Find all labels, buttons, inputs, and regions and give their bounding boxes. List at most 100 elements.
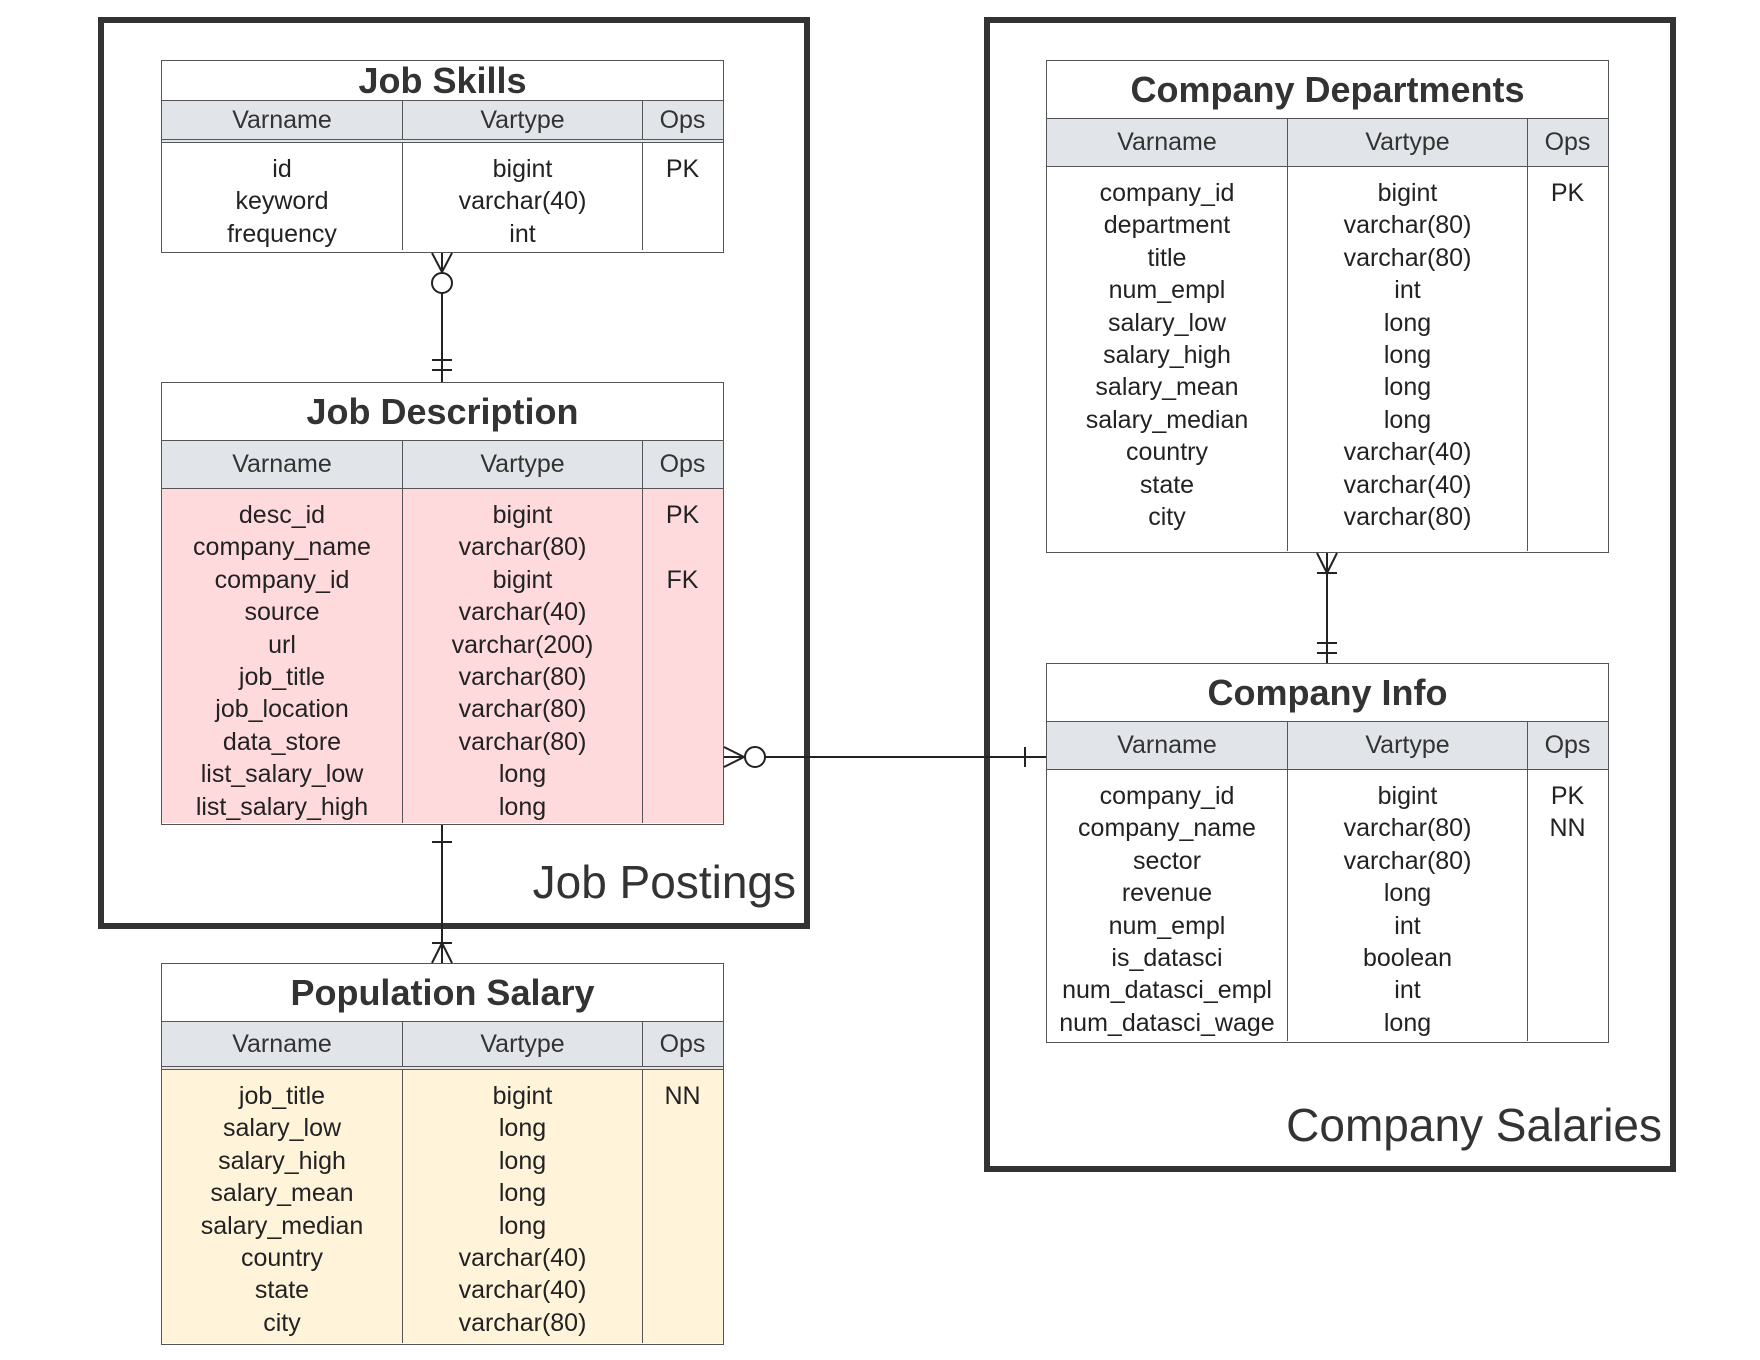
header-varname: Varname xyxy=(232,105,332,134)
field-vartype: int xyxy=(509,219,536,248)
field-op xyxy=(643,693,722,725)
field-varname: company_id xyxy=(1099,179,1235,207)
field-varname: salary_mean xyxy=(210,1179,354,1208)
field-vartype: long xyxy=(1383,879,1432,908)
field-op xyxy=(643,1145,722,1177)
field-op xyxy=(643,596,722,628)
field-op xyxy=(1528,209,1607,241)
field-op: PK xyxy=(1550,179,1585,207)
field-op xyxy=(1528,371,1607,403)
field-varname: company_id xyxy=(1099,782,1235,810)
field-vartype: long xyxy=(498,792,547,821)
column-varnames: company_id department title num_empl salary_… xyxy=(1047,167,1287,551)
field-op xyxy=(643,758,722,790)
field-op xyxy=(1528,910,1607,942)
header-varname: Varname xyxy=(1117,128,1217,156)
column-header-row: Varname Vartype Ops xyxy=(1047,722,1608,770)
field-vartype: bigint xyxy=(492,565,553,594)
field-varname: title xyxy=(1147,243,1187,272)
field-vartype: varchar(80) xyxy=(1343,846,1472,875)
field-op xyxy=(1528,469,1607,501)
field-vartype: varchar(40) xyxy=(1343,438,1472,467)
field-varname: job_location xyxy=(215,695,349,724)
field-rows: company_id department title num_empl salary_… xyxy=(1047,167,1608,551)
field-vartype: long xyxy=(498,1211,547,1240)
field-op xyxy=(643,629,722,661)
field-op xyxy=(643,185,722,217)
field-varname: country xyxy=(1126,438,1208,467)
field-op xyxy=(643,1274,722,1306)
field-varname: keyword xyxy=(235,187,329,216)
column-ops: PK xyxy=(1527,167,1607,551)
column-header-row: Varname Vartype Ops xyxy=(162,101,723,143)
field-varname: source xyxy=(244,598,320,627)
field-vartype: long xyxy=(498,760,547,789)
field-vartype: varchar(80) xyxy=(458,662,587,691)
field-op xyxy=(1528,242,1607,274)
field-vartype: varchar(80) xyxy=(458,727,587,756)
field-vartype: int xyxy=(1394,276,1421,305)
column-ops: PK NN xyxy=(1527,770,1607,1041)
field-vartype: varchar(40) xyxy=(458,1243,587,1272)
field-op xyxy=(1528,845,1607,877)
field-varname: num_empl xyxy=(1108,276,1226,305)
field-vartype: varchar(40) xyxy=(1343,470,1472,499)
header-ops: Ops xyxy=(1527,119,1607,166)
entity-title: Company Departments xyxy=(1047,61,1608,119)
field-vartype: long xyxy=(1383,340,1432,369)
field-op xyxy=(643,1210,722,1242)
field-op xyxy=(643,218,722,250)
field-op xyxy=(1528,877,1607,909)
entity-title: Job Description xyxy=(162,383,723,441)
field-op xyxy=(1528,501,1607,533)
field-op: PK xyxy=(665,501,700,529)
field-vartype: bigint xyxy=(1377,179,1438,207)
field-op: NN xyxy=(1549,814,1586,843)
field-vartype: varchar(80) xyxy=(1343,243,1472,272)
field-op xyxy=(1528,339,1607,371)
group-job-postings: Job Postings xyxy=(98,17,810,929)
field-varname: data_store xyxy=(222,727,342,756)
field-vartype: long xyxy=(498,1114,547,1143)
field-vartype: long xyxy=(498,1179,547,1208)
field-vartype: varchar(80) xyxy=(458,533,587,562)
field-varname: salary_high xyxy=(1103,340,1231,369)
entity-job-description[interactable]: Job Description Varname Vartype Ops desc… xyxy=(161,382,724,825)
field-op: NN xyxy=(664,1082,701,1110)
column-ops: PK xyxy=(642,143,722,251)
field-varname: salary_high xyxy=(218,1146,346,1175)
field-op xyxy=(643,1242,722,1274)
field-varname: city xyxy=(1148,502,1186,531)
group-label-job-postings: Job Postings xyxy=(532,856,796,908)
field-varname: job_title xyxy=(238,1082,326,1110)
entity-population-salary[interactable]: Population Salary Varname Vartype Ops jo… xyxy=(161,963,724,1345)
field-vartype: varchar(40) xyxy=(458,598,587,627)
field-vartype: varchar(80) xyxy=(1343,814,1472,843)
field-varname: num_empl xyxy=(1108,911,1226,940)
field-op: PK xyxy=(1550,782,1585,810)
field-varname: salary_median xyxy=(1085,405,1249,434)
field-varname: company_name xyxy=(193,533,371,562)
field-varname: revenue xyxy=(1121,879,1213,908)
entity-company-departments[interactable]: Company Departments Varname Vartype Ops … xyxy=(1046,60,1609,553)
header-vartype: Vartype xyxy=(402,101,642,139)
field-varname: is_datasci xyxy=(1111,943,1223,972)
entity-company-info[interactable]: Company Info Varname Vartype Ops company… xyxy=(1046,663,1609,1043)
field-op: FK xyxy=(666,565,699,594)
field-varname: department xyxy=(1103,211,1231,240)
field-vartype: bigint xyxy=(492,155,553,183)
header-varname: Varname xyxy=(232,450,332,478)
field-op xyxy=(643,1112,722,1144)
header-vartype: Vartype xyxy=(402,441,642,488)
field-vartype: varchar(80) xyxy=(458,1308,587,1337)
